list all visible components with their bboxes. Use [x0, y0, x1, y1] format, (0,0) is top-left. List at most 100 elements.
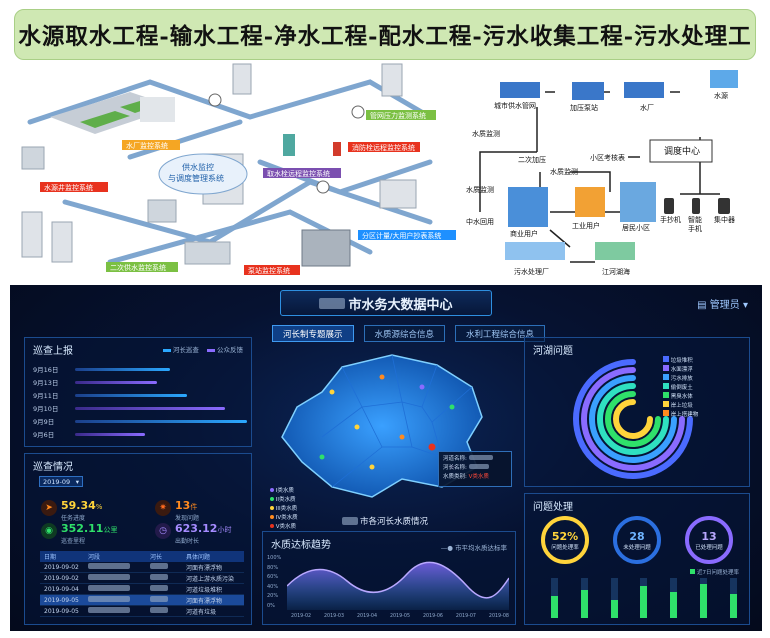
- stat-task-progress: ➤ 59.34% 任务进度: [41, 494, 102, 522]
- tab-water-source[interactable]: 水质源综合信息: [363, 325, 446, 342]
- clock-icon: ◷: [155, 523, 171, 539]
- banner-title: 水源取水工程-输水工程-净水工程-配水工程-污水收集工程-污水处理工: [18, 23, 752, 50]
- water-plant-graphic: [50, 92, 175, 134]
- ring-handled: 13 已处理问题: [685, 516, 733, 564]
- label-city-pipe: 城市供水管网: [494, 101, 536, 110]
- label-handheld: 手抄机: [660, 215, 681, 224]
- apartment-icon: [21, 211, 43, 258]
- label-booster: 加压泵站: [570, 103, 598, 112]
- label-smart-meter-2: 手机: [688, 224, 702, 233]
- bar-row: 9月11日: [33, 390, 187, 400]
- map-markers[interactable]: [319, 374, 455, 470]
- map-legend: I类水质 II类水质 III类水质 IV类水质 V类水质: [270, 487, 298, 532]
- month-select[interactable]: 2019-09 ▾: [39, 476, 83, 487]
- rocket-icon: ➤: [41, 500, 57, 516]
- dashboard-title: 市水务大数据中心: [280, 290, 492, 316]
- user-icon: ▤: [697, 300, 707, 311]
- pump-station-icon: [184, 241, 231, 265]
- legend-river-patrol: 河长巡查: [162, 344, 199, 354]
- label-supply-center-2: 与调度管理系统: [168, 173, 224, 183]
- label-source-well: 水源井监控系统: [44, 183, 93, 192]
- house-icon: [379, 179, 417, 209]
- ring-handled-rate: 52% 问题处理率: [541, 516, 589, 564]
- table-header: 日期 河段 河长 具体问题: [40, 551, 244, 562]
- label-district-meter: 分区计量/大用户抄表系统: [362, 231, 441, 240]
- stat-patrol-distance: ◉ 352.11公里 巡查里程: [41, 517, 117, 545]
- patrol-report-legend: 河长巡查 公众反馈: [162, 344, 243, 354]
- handling-legend: 近7日问题处理率: [690, 568, 739, 576]
- fire-hydrant-icon: [333, 142, 341, 156]
- label-concentrator: 集中器: [714, 215, 735, 224]
- tab-water-project[interactable]: 水利工程综合信息: [455, 325, 546, 342]
- dispatch-center-box: [649, 139, 713, 163]
- water-trend-panel: 水质达标趋势 —● 市平均水质达标率 100%80%60% 40%20%0% 2…: [262, 531, 516, 625]
- hydrant-tower-icon: [283, 134, 295, 156]
- tank-icon: [147, 199, 177, 223]
- bar-row: 9月16日: [33, 364, 170, 374]
- river-issues-rings: [573, 359, 693, 479]
- apartment-icon: [51, 221, 73, 263]
- dashboard: 市水务大数据中心 ▤ 管理员 ▾ 河长制专题展示 水质源综合信息 水利工程综合信…: [10, 285, 762, 631]
- legend-public-feedback: 公众反馈: [206, 344, 243, 354]
- title-banner: 水源取水工程-输水工程-净水工程-配水工程-污水收集工程-污水处理工: [14, 9, 756, 60]
- bar-row: 9月9日: [33, 416, 247, 426]
- label-lake: 江河湖海: [602, 267, 630, 276]
- building-icon: [232, 63, 252, 95]
- location-pin-icon: ◉: [41, 523, 57, 539]
- label-source: 水源: [714, 91, 728, 100]
- tab-bar: 河长制专题展示 水质源综合信息 水利工程综合信息: [272, 325, 546, 342]
- label-dispatch: 调度中心: [664, 145, 700, 157]
- label-plant: 水厂: [640, 103, 654, 112]
- building-icon: [381, 63, 403, 97]
- caret-down-icon: ▾: [75, 477, 79, 486]
- facility-icons: [500, 70, 738, 260]
- label-hydrant: 消防栓远程监控系统: [352, 143, 415, 152]
- admin-label: 管理员: [709, 300, 740, 311]
- bar-row: 9月6日: [33, 429, 145, 439]
- trend-chart: [287, 561, 509, 610]
- label-secondary-boost: 二次加压: [518, 155, 546, 164]
- river-issues-title: 河湖问题: [533, 346, 573, 357]
- redacted-city: [319, 297, 346, 309]
- river-map: 河道名称: 河长名称: 水质类别: V类水质: [262, 347, 514, 517]
- patrol-report-title: 巡查上报: [33, 346, 73, 357]
- tab-river-chief[interactable]: 河长制专题展示: [272, 325, 354, 342]
- dashboard-title-text: 市水务大数据中心: [348, 297, 453, 313]
- ring-unhandled: 28 未处理问题: [613, 516, 661, 564]
- trend-y-axis: 100%80%60% 40%20%0%: [267, 555, 282, 609]
- trend-title: 水质达标趋势: [271, 540, 331, 551]
- label-wq1: 水质监测: [472, 129, 500, 138]
- label-intake: 取水栓远程监控系统: [267, 169, 330, 178]
- bar-row: 9月10日: [33, 403, 225, 413]
- sun-alert-icon: ✷: [155, 500, 171, 516]
- stat-issues-found: ✷ 13件 发现问题: [155, 494, 199, 522]
- stat-attendance-hours: ◷ 623.12小时 出勤时长: [155, 517, 231, 545]
- label-smart-meter: 智能: [688, 215, 702, 224]
- map-caption: 市各河长水质情况: [342, 515, 428, 527]
- label-district-meter-r: 小区考核表: [590, 153, 625, 162]
- gauge-icon: [316, 180, 330, 194]
- handling-bars: [551, 578, 737, 618]
- label-pipe-pressure: 管网压力监测系统: [370, 111, 426, 120]
- issue-handling-title: 问题处理: [533, 502, 573, 513]
- device-icons: [664, 198, 730, 214]
- factory-icon: [301, 229, 351, 267]
- patrol-report-panel: 巡查上报 河长巡查 公众反馈 9月16日 9月13日 9月11日 9月10日 9…: [24, 337, 252, 447]
- label-business: 商业用户: [510, 229, 538, 238]
- trend-legend: —● 市平均水质达标率: [440, 544, 507, 552]
- gauge-icon: [208, 93, 222, 107]
- issue-handling-panel: 问题处理 52% 问题处理率 28 未处理问题 13 已处理问题 近7日问题处理…: [524, 493, 750, 625]
- label-pump-station: 泵站监控系统: [248, 266, 290, 275]
- admin-menu[interactable]: ▤ 管理员 ▾: [697, 296, 748, 311]
- label-industry: 工业用户: [572, 221, 600, 230]
- label-water-plant: 水厂监控系统: [126, 141, 168, 150]
- river-issues-panel: 河湖问题 垃圾堆积 水面漂浮 污水排放 偷倒废土 黑臭水体 岸上垃圾: [524, 337, 750, 487]
- label-supply-center: 供水监控: [182, 162, 214, 172]
